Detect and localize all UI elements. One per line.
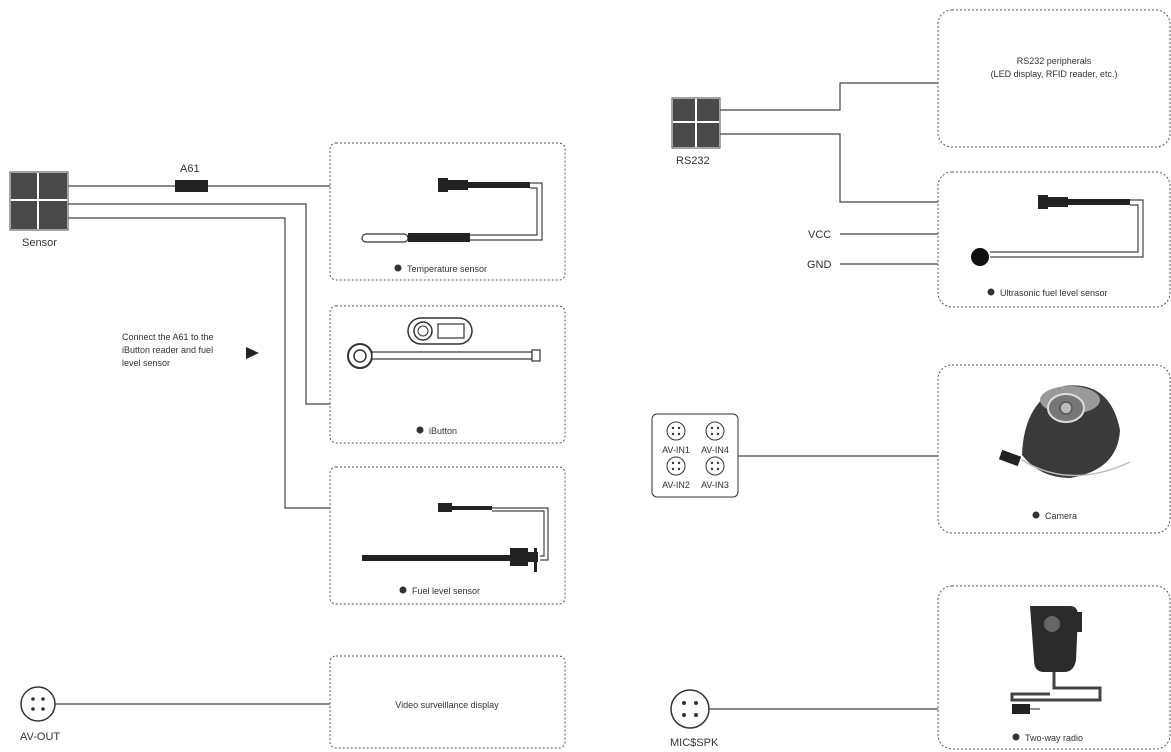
dome-camera-icon	[998, 385, 1131, 478]
av-in4-label: AV-IN4	[701, 445, 729, 455]
fuel-sensor-box	[329, 466, 566, 605]
video-display-label: Video surveillance display	[395, 700, 499, 710]
mic-spk-connector	[670, 689, 710, 729]
rs232-peripherals-box	[937, 9, 1171, 148]
av-in1-label: AV-IN1	[662, 445, 690, 455]
av-out-connector	[20, 686, 56, 722]
sensor-connector	[9, 171, 69, 231]
radio-bullet	[1012, 733, 1020, 741]
av-in3-port-icon	[705, 456, 725, 476]
sensor-label: Sensor	[22, 237, 57, 249]
temperature-sensor-box	[329, 142, 566, 281]
ultrasonic-label: Ultrasonic fuel level sensor	[1000, 288, 1108, 298]
rs232-label: RS232	[676, 155, 710, 167]
fuel-bullet	[399, 586, 407, 594]
radio-label: Two-way radio	[1025, 733, 1083, 743]
ultrasonic-sensor-box	[937, 171, 1171, 308]
av-in3-label: AV-IN3	[701, 480, 729, 490]
note-line-3: level sensor	[122, 358, 170, 368]
a61-label: A61	[180, 163, 200, 175]
ibutton-box	[329, 305, 566, 444]
handheld-microphone-icon	[1010, 606, 1102, 714]
ibutton-label: iButton	[429, 426, 457, 436]
rs232-connector	[671, 97, 721, 149]
av-in4-port-icon	[705, 421, 725, 441]
arrow-right-icon	[246, 347, 259, 359]
note-line-1: Connect the A61 to the	[122, 332, 214, 342]
mic-spk-label: MIC$SPK	[670, 737, 719, 749]
camera-bullet	[1032, 511, 1040, 519]
ibutton-bullet	[416, 426, 424, 434]
video-display-box	[329, 655, 566, 749]
note-line-2: iButton reader and fuel	[122, 345, 213, 355]
wire-rs232-peripherals	[720, 82, 938, 111]
rs232-peripherals-title: RS232 peripherals	[1017, 56, 1092, 66]
ultrasonic-bullet	[987, 288, 995, 296]
av-in2-port-icon	[666, 456, 686, 476]
ibutton-icon	[347, 317, 541, 369]
temperature-label: Temperature sensor	[407, 264, 487, 274]
a61-adapter	[175, 180, 208, 192]
gnd-label: GND	[807, 259, 832, 271]
vcc-label: VCC	[808, 229, 831, 241]
temperature-probe-icon	[361, 178, 543, 243]
av-in2-label: AV-IN2	[662, 480, 690, 490]
av-in1-port-icon	[666, 421, 686, 441]
fuel-label: Fuel level sensor	[412, 586, 480, 596]
rs232-peripherals-desc: (LED display, RFID reader, etc.)	[991, 69, 1118, 79]
temperature-bullet	[394, 264, 402, 272]
fuel-probe-icon	[362, 503, 549, 572]
av-out-label: AV-OUT	[20, 731, 60, 743]
ultrasonic-probe-icon	[971, 195, 1144, 266]
camera-label: Camera	[1045, 511, 1077, 521]
